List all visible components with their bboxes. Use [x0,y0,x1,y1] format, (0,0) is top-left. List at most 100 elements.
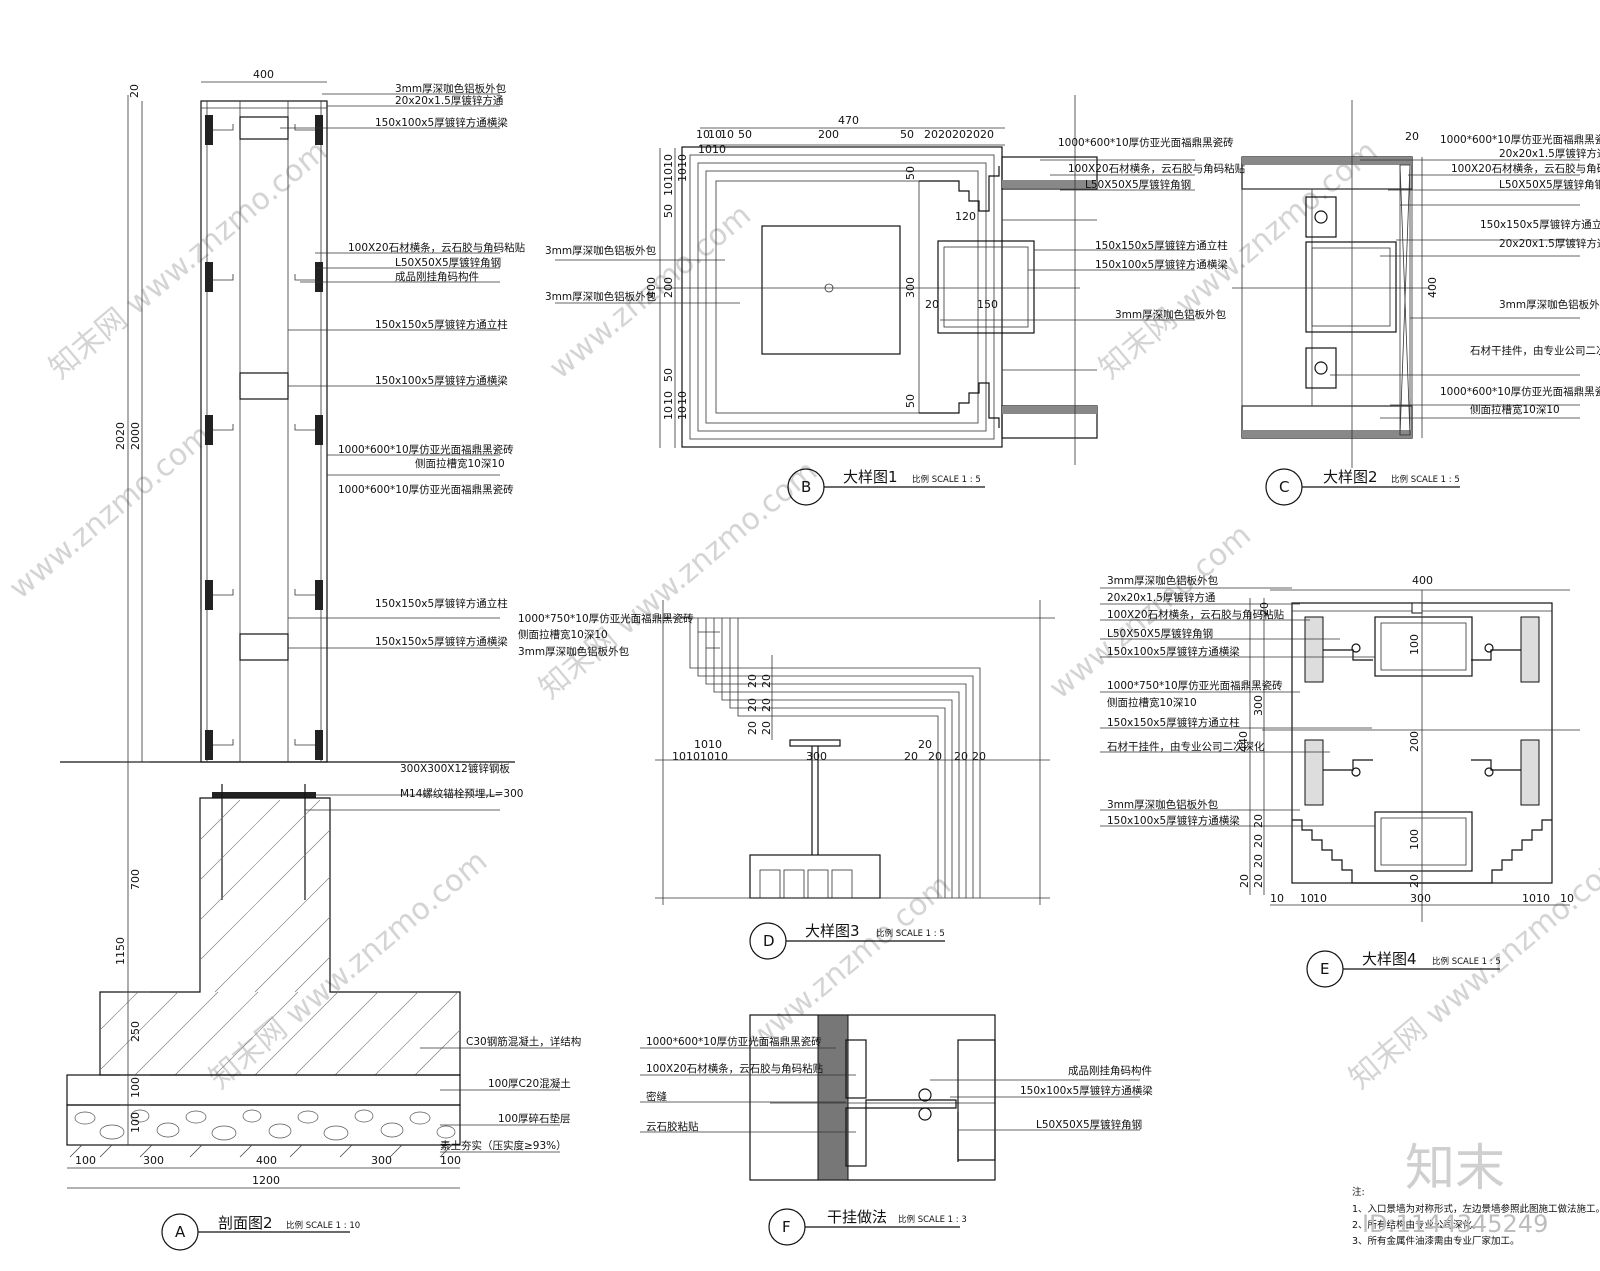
svg-text:100: 100 [1408,829,1421,850]
svg-text:1000*600*10厚仿亚光面福鼎黑瓷砖: 1000*600*10厚仿亚光面福鼎黑瓷砖 [338,483,514,496]
svg-text:10: 10 [1560,892,1574,905]
detail-f-annotations: 1000*600*10厚仿亚光面福鼎黑瓷砖 100X20石材横条，云石胶与角码粘… [646,1035,1153,1133]
svg-text:20: 20 [1252,814,1265,828]
svg-text:3mm厚深咖色铝板外包: 3mm厚深咖色铝板外包 [1107,798,1219,811]
brand-id: ID:1144345249 [1362,1210,1548,1238]
svg-text:20: 20 [1408,874,1421,888]
svg-text:1000*600*10厚仿亚光面福鼎黑瓷砖: 1000*600*10厚仿亚光面福鼎黑瓷砖 [1440,133,1600,146]
dim-a-1150: 1150 [114,937,127,965]
svg-text:20: 20 [760,674,773,688]
text-layer: 400 20 2020 2000 700 1150 250 100 100 10… [75,68,1600,1247]
svg-text:3mm厚深咖色铝板外包: 3mm厚深咖色铝板外包 [518,645,630,658]
svg-text:10: 10 [708,128,722,141]
scale-f: 比例 SCALE 1 : 3 [898,1214,967,1225]
svg-text:20: 20 [904,750,918,763]
svg-text:50: 50 [662,204,675,218]
svg-text:20: 20 [746,674,759,688]
dim-a-100b: 100 [129,1112,142,1133]
svg-text:3mm厚深咖色铝板外包: 3mm厚深咖色铝板外包 [395,82,507,95]
svg-text:1000*750*10厚仿亚光面福鼎黑瓷砖: 1000*750*10厚仿亚光面福鼎黑瓷砖 [1107,679,1283,692]
svg-text:20x20x1.5厚镀锌方通: 20x20x1.5厚镀锌方通 [1499,147,1600,160]
svg-text:L50X50X5厚镀锌角钢: L50X50X5厚镀锌角钢 [1499,178,1600,191]
svg-text:100X20石材横条，云石胶与角码粘贴: 100X20石材横条，云石胶与角码粘贴 [1451,162,1600,175]
svg-text:侧面拉槽宽10深10: 侧面拉槽宽10深10 [1107,696,1197,709]
svg-text:10: 10 [662,182,675,196]
label-d: D [763,932,775,950]
label-e: E [1320,960,1329,978]
svg-text:10: 10 [676,406,689,420]
svg-text:1000*600*10厚仿亚光面福鼎黑瓷砖: 1000*600*10厚仿亚光面福鼎黑瓷砖 [1440,385,1600,398]
svg-text:3mm厚深咖色铝板外包: 3mm厚深咖色铝板外包 [545,290,657,303]
svg-text:1000*600*10厚仿亚光面福鼎黑瓷砖: 1000*600*10厚仿亚光面福鼎黑瓷砖 [338,443,514,456]
svg-text:云石胶粘贴: 云石胶粘贴 [646,1120,699,1133]
svg-text:150x150x5厚镀锌方通立柱: 150x150x5厚镀锌方通立柱 [1480,218,1600,231]
label-c: C [1279,478,1289,496]
svg-text:M14螺纹锚栓预埋,L=300: M14螺纹锚栓预埋,L=300 [400,787,523,800]
scale-a: 比例 SCALE 1 : 10 [286,1220,360,1231]
title-b: 大样图1 [843,468,898,486]
dim-a-b0: 100 [75,1154,96,1167]
detail-e-annotations: 3mm厚深咖色铝板外包 20x20x1.5厚镀锌方通 100X20石材横条，云石… [1107,574,1285,827]
svg-text:20: 20 [1252,874,1265,888]
scale-b: 比例 SCALE 1 : 5 [912,474,981,485]
svg-text:3mm厚深咖色铝板外包: 3mm厚深咖色铝板外包 [545,244,657,257]
svg-text:10: 10 [712,143,726,156]
svg-text:400: 400 [645,277,658,298]
svg-text:10: 10 [662,168,675,182]
svg-text:10: 10 [698,143,712,156]
dim-a-100a: 100 [129,1077,142,1098]
dim-a-700: 700 [129,869,142,890]
tile-joints [205,115,323,760]
svg-text:1000*600*10厚仿亚光面福鼎黑瓷砖: 1000*600*10厚仿亚光面福鼎黑瓷砖 [646,1035,822,1048]
detail-c [1232,100,1580,506]
svg-text:20: 20 [938,128,952,141]
svg-text:3mm厚深咖色铝板外包: 3mm厚深咖色铝板外包 [1499,298,1600,311]
title-a: 剖面图2 [218,1214,273,1232]
dim-a-b3: 300 [371,1154,392,1167]
svg-text:10: 10 [1270,892,1284,905]
svg-text:20: 20 [1252,834,1265,848]
svg-text:300: 300 [1252,695,1265,716]
svg-text:150x100x5厚镀锌方通横梁: 150x100x5厚镀锌方通横梁 [1107,645,1240,658]
detail-d [655,600,1055,960]
svg-text:成品刚挂角码构件: 成品刚挂角码构件 [1068,1064,1152,1077]
dim-a-250: 250 [129,1021,142,1042]
svg-text:侧面拉槽宽10深10: 侧面拉槽宽10深10 [415,457,505,470]
dim-a-b4: 100 [440,1154,461,1167]
svg-text:C30钢筋混凝土，详结构: C30钢筋混凝土，详结构 [466,1035,581,1048]
svg-text:20: 20 [1238,874,1251,888]
svg-text:100厚C20混凝土: 100厚C20混凝土 [488,1077,571,1090]
svg-text:20: 20 [966,128,980,141]
svg-text:L50X50X5厚镀锌角钢: L50X50X5厚镀锌角钢 [1036,1118,1142,1131]
section-a [60,81,560,1251]
dim-a-2000: 2000 [129,422,142,450]
svg-text:20x20x1.5厚镀锌方通: 20x20x1.5厚镀锌方通 [1499,237,1600,250]
svg-text:密缝: 密缝 [646,1090,667,1103]
svg-text:10: 10 [708,738,722,751]
watermark-text: 知末网 www.znzmo.com [43,134,334,386]
watermark-text: 知末网 www.znzmo.com [1343,844,1600,1096]
dim-a-b1: 300 [143,1154,164,1167]
svg-text:10: 10 [1522,892,1536,905]
svg-text:400: 400 [1426,277,1439,298]
svg-text:150x100x5厚镀锌方通横梁: 150x100x5厚镀锌方通横梁 [1020,1084,1153,1097]
svg-text:10: 10 [662,406,675,420]
svg-text:20: 20 [918,738,932,751]
svg-text:200: 200 [1408,731,1421,752]
svg-text:150x150x5厚镀锌方通立柱: 150x150x5厚镀锌方通立柱 [1095,239,1228,252]
svg-text:10: 10 [714,750,728,763]
svg-text:20: 20 [928,750,942,763]
svg-text:150x150x5厚镀锌方通横梁: 150x150x5厚镀锌方通横梁 [375,635,508,648]
concrete-hatch [99,799,461,1076]
svg-text:1000*750*10厚仿亚光面福鼎黑瓷砖: 1000*750*10厚仿亚光面福鼎黑瓷砖 [518,612,694,625]
svg-text:100X20石材横条，云石胶与角码粘贴: 100X20石材横条，云石胶与角码粘贴 [646,1062,824,1075]
svg-text:10: 10 [1313,892,1327,905]
svg-text:10: 10 [1300,892,1314,905]
svg-text:300: 300 [806,750,827,763]
svg-text:300X300X12镀锌钢板: 300X300X12镀锌钢板 [400,762,510,775]
dim-a-width: 400 [253,68,274,81]
svg-text:20: 20 [925,298,939,311]
svg-text:3mm厚深咖色铝板外包: 3mm厚深咖色铝板外包 [1107,574,1219,587]
